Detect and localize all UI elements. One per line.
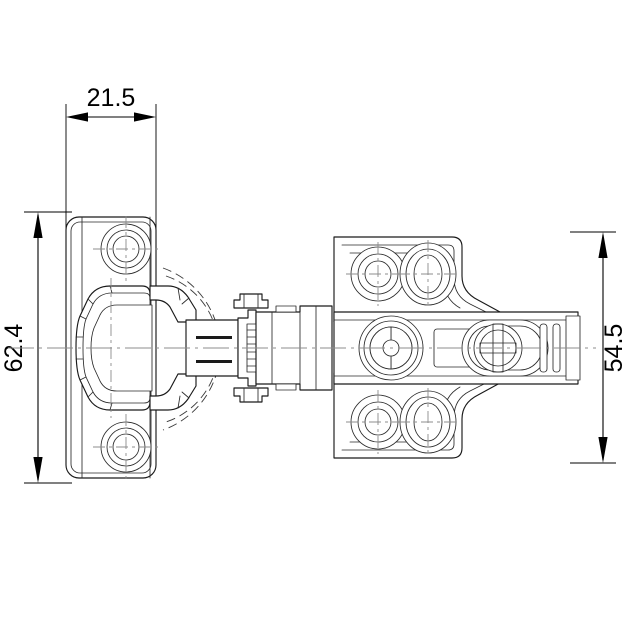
cup-rib-5 [79,376,87,381]
hinge-cup-body [75,285,197,411]
plate-oblong-slot-upper [398,240,458,308]
plate-hole-upper [93,216,159,282]
cup-shoulder-lower [149,373,197,411]
cup-rib-6 [87,391,94,398]
cup-rib-2 [79,315,87,320]
clip-tab-lower [233,387,269,403]
cup-shoulder-upper [149,285,197,323]
arrow-down-icon [598,437,608,463]
plate-screw-hole-upper [346,242,410,306]
shoulder-rib-upper-2 [181,297,190,305]
cross-mounting-plate [333,236,581,459]
dimension-height-left: 62.4 [0,211,72,484]
arm-tab-lower-1 [275,383,297,391]
plate-rib-slot-1 [539,323,548,373]
shoulder-rib-upper-1 [177,287,181,301]
cup-rib-8 [109,402,113,411]
arrow-down-icon [33,457,43,483]
arm-hatch-lower [196,360,232,363]
dimension-label-width: 21.5 [87,84,136,112]
plate-hole-lower [93,414,159,480]
arm-tab-upper-1 [275,305,297,313]
shoulder-rib-lower-1 [177,395,181,409]
arrow-left-icon [66,112,88,122]
arm-hatch-upper [196,336,232,339]
clip-tab-upper [233,293,269,309]
cup-rib-1 [87,298,94,305]
shoulder-rib-lower-2 [181,391,190,399]
dimension-label-height-right: 54.5 [600,324,628,373]
dimension-height-right: 54.5 [570,231,628,464]
dimension-width-top: 21.5 [65,84,157,232]
plate-oblong-slot-lower [398,388,458,456]
arrow-up-icon [598,232,608,258]
arrow-right-icon [134,112,156,122]
arrow-up-icon [33,212,43,238]
